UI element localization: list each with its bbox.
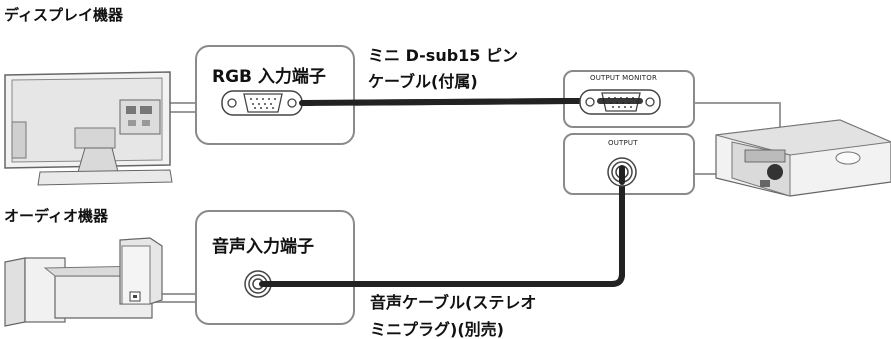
vga-port-icon-overlay bbox=[221, 90, 303, 116]
audio-input-panel bbox=[195, 210, 355, 325]
display-device-label: ディスプレイ機器 bbox=[4, 6, 123, 24]
projector-illustration bbox=[715, 119, 891, 197]
audio-cable-label-line1: 音声ケーブル(ステレオ bbox=[370, 293, 537, 312]
rgb-cable-label-line2: ケーブル(付属) bbox=[368, 72, 478, 91]
audio-cable-label-line2: ミニプラグ)(別売) bbox=[370, 320, 504, 339]
display-device-illustration bbox=[4, 71, 173, 186]
rgb-input-label: RGB 入力端子 bbox=[212, 67, 326, 87]
audio-input-label: 音声入力端子 bbox=[212, 237, 314, 257]
audio-device-illustration bbox=[4, 237, 163, 327]
projector-to-monitor-line bbox=[695, 102, 781, 130]
rgb-cable-label-line1: ミニ D-sub15 ピン bbox=[368, 46, 518, 65]
audio-device-label: オーディオ機器 bbox=[4, 207, 108, 225]
vga-output-port-icon-overlay bbox=[560, 89, 661, 115]
output-label: OUTPUT bbox=[608, 139, 638, 147]
output-monitor-label: OUTPUT MONITOR bbox=[590, 74, 658, 82]
